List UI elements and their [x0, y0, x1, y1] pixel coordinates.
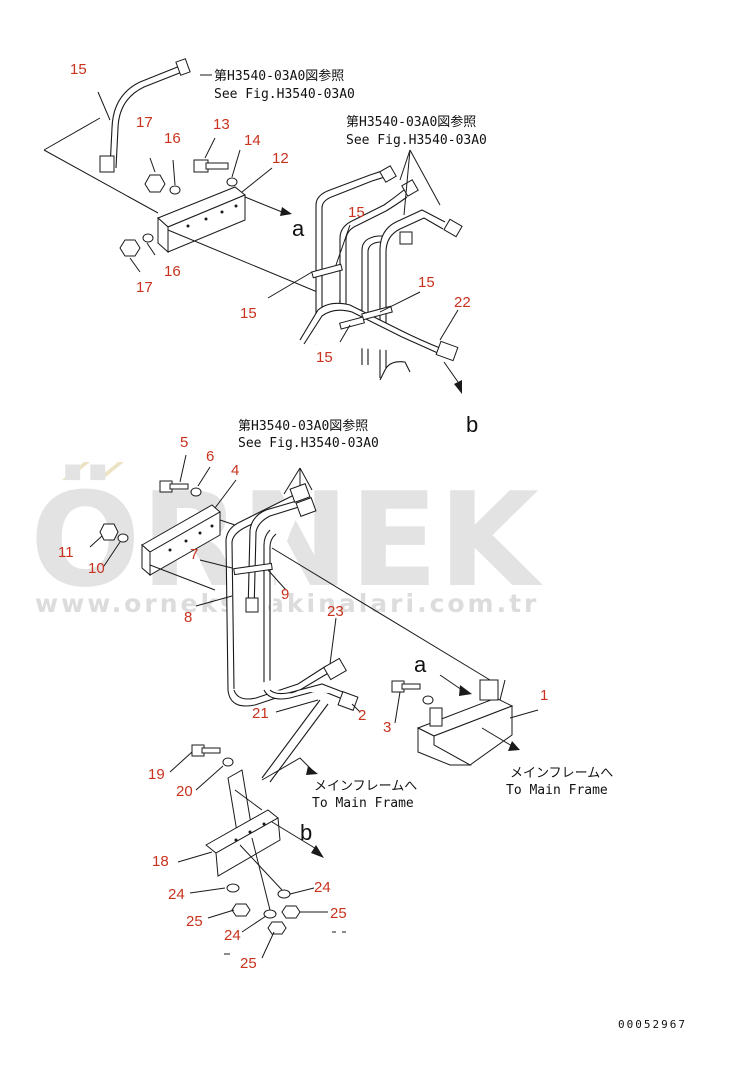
ref-note-3-jp: 第H3540-03A0図参照	[238, 418, 368, 434]
callout-13: 13	[213, 116, 230, 133]
callout-6: 6	[206, 448, 214, 465]
document-number: 00052967	[618, 1018, 687, 1031]
callout-14: 14	[244, 132, 261, 149]
callout-12: 12	[272, 150, 289, 167]
callout-3: 3	[383, 719, 391, 736]
callout-22: 22	[454, 294, 471, 311]
callout-5: 5	[180, 434, 188, 451]
callout-15: 15	[418, 274, 435, 291]
callout-20: 20	[176, 783, 193, 800]
callout-15: 15	[348, 204, 365, 221]
reference-notes: 第H3540-03A0図参照 See Fig.H3540-03A0 第H3540…	[214, 68, 613, 811]
callout-19: 19	[148, 766, 165, 783]
callout-23: 23	[327, 603, 344, 620]
main-frame-note-1-jp: メインフレームへ	[314, 779, 417, 794]
callout-15: 15	[240, 305, 257, 322]
top-assembly	[43, 58, 463, 394]
watermark-url: www.orneksmakinalari.com.tr	[35, 589, 539, 618]
main-frame-note-2-en: To Main Frame	[506, 783, 608, 798]
ref-note-1-en: See Fig.H3540-03A0	[214, 87, 355, 102]
callout-17: 17	[136, 114, 153, 131]
callout-15: 15	[70, 61, 87, 78]
callout-11: 11	[58, 544, 74, 561]
callout-8: 8	[184, 609, 192, 626]
letter-a-bottom: a	[414, 652, 427, 677]
callout-24: 24	[314, 879, 331, 896]
ref-note-1-jp: 第H3540-03A0図参照	[214, 68, 344, 84]
bottom-assembly	[89, 454, 539, 959]
callout-16: 16	[164, 130, 181, 147]
callout-18: 18	[152, 853, 169, 870]
letter-a-top: a	[292, 216, 305, 241]
callout-25: 25	[330, 905, 347, 922]
callout-25: 25	[186, 913, 203, 930]
callout-numbers: 15 17 16 13 14 12 16 17 15 15 15 15 22 5…	[58, 61, 548, 972]
callout-24: 24	[224, 927, 241, 944]
callout-16: 16	[164, 263, 181, 280]
callout-7: 7	[190, 546, 198, 563]
main-frame-note-1-en: To Main Frame	[312, 796, 414, 811]
callout-1: 1	[540, 687, 548, 704]
callout-25: 25	[240, 955, 257, 972]
letter-b-bottom: b	[300, 820, 312, 845]
ref-note-3-en: See Fig.H3540-03A0	[238, 436, 379, 451]
main-frame-note-2-jp: メインフレームへ	[510, 766, 613, 781]
callout-17: 17	[136, 279, 153, 296]
view-letters: a b a b	[292, 216, 478, 845]
letter-b-top: b	[466, 412, 478, 437]
callout-15: 15	[316, 349, 333, 366]
callout-10: 10	[88, 560, 105, 577]
callout-24: 24	[168, 886, 185, 903]
callout-9: 9	[281, 586, 289, 603]
ref-note-2-en: See Fig.H3540-03A0	[346, 133, 487, 148]
callout-21: 21	[252, 705, 269, 722]
ref-note-2-jp: 第H3540-03A0図参照	[346, 114, 476, 130]
callout-4: 4	[231, 462, 239, 479]
callout-2: 2	[358, 707, 366, 724]
